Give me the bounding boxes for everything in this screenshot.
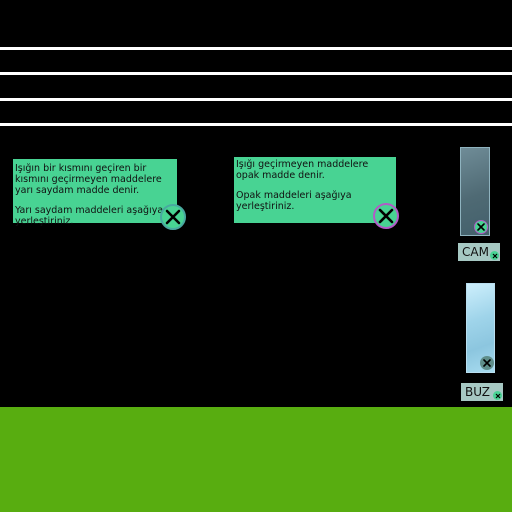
close-icon xyxy=(483,359,491,367)
remove-item-button[interactable] xyxy=(480,356,494,370)
drop-area[interactable] xyxy=(0,407,512,512)
divider-line xyxy=(0,47,512,50)
card-paragraph: Işığı geçirmeyen maddelere opak madde de… xyxy=(236,159,369,181)
item-label-buz: BUZ xyxy=(461,383,503,401)
close-button[interactable] xyxy=(373,203,399,229)
instruction-card-opaque: Işığı geçirmeyen maddelere opak madde de… xyxy=(234,157,396,223)
item-label-cam: CAM xyxy=(458,243,500,261)
divider-line xyxy=(0,98,512,101)
divider-line xyxy=(0,72,512,75)
close-icon xyxy=(165,209,181,225)
draggable-item-cam[interactable] xyxy=(460,147,490,236)
item-label-text: BUZ xyxy=(465,385,491,399)
draggable-item-buz[interactable] xyxy=(466,283,495,373)
close-icon xyxy=(378,208,394,224)
card-paragraph: Işığın bir kısmını geçiren bir kısmını g… xyxy=(15,163,162,196)
close-icon[interactable] xyxy=(493,391,502,400)
item-label-text: CAM xyxy=(462,245,489,259)
card-paragraph: Yarı saydam maddeleri aşağıya yerleştiri… xyxy=(15,205,164,227)
card-paragraph: Opak maddeleri aşağıya yerleştiriniz. xyxy=(236,190,352,212)
remove-item-button[interactable] xyxy=(474,220,488,234)
divider-line xyxy=(0,123,512,126)
close-button[interactable] xyxy=(160,204,186,230)
close-icon xyxy=(477,223,485,231)
close-icon[interactable] xyxy=(490,251,499,260)
instruction-card-translucent: Işığın bir kısmını geçiren bir kısmını g… xyxy=(13,159,177,227)
